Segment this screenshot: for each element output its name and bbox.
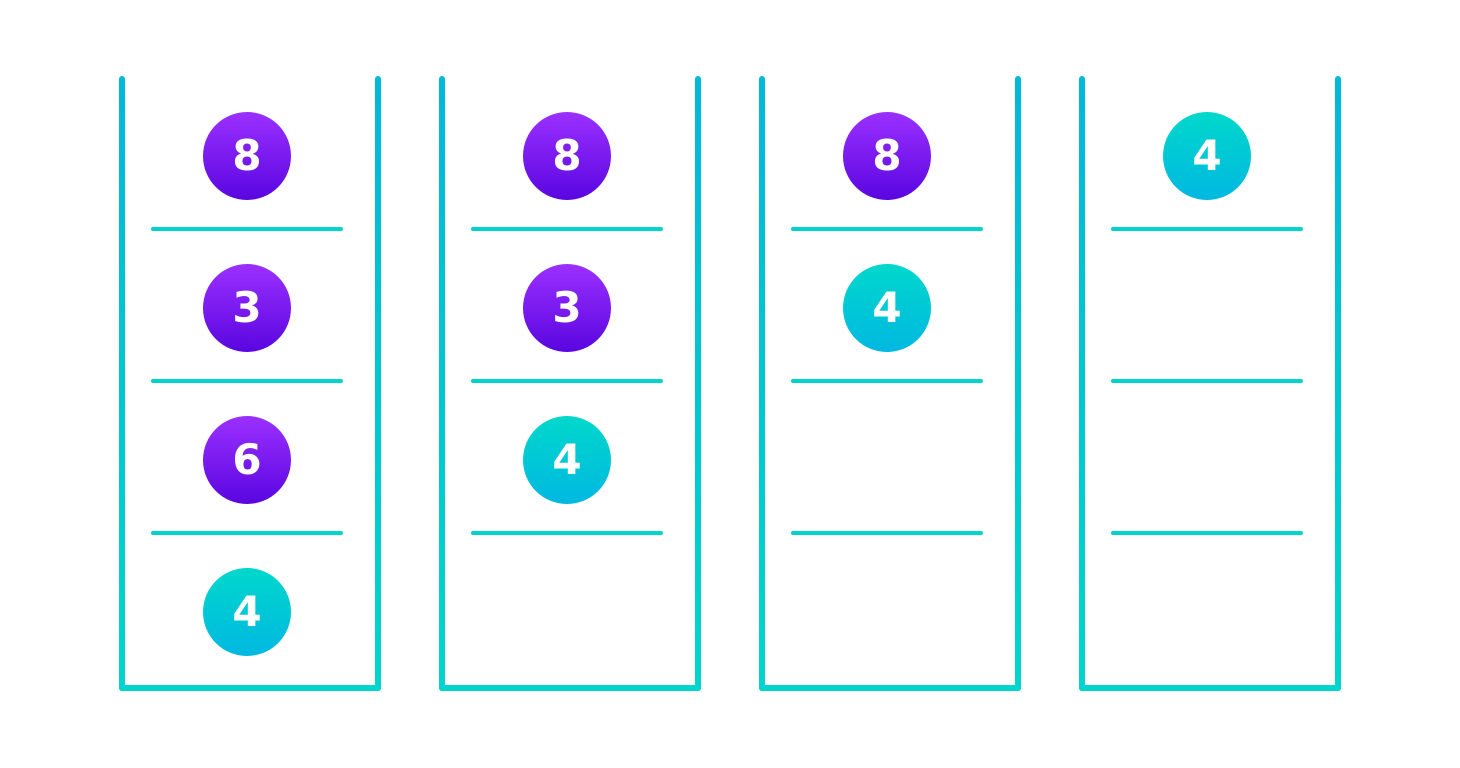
stack-2: 8 3 4 [439, 76, 701, 691]
slot-divider [1111, 531, 1303, 535]
number-node: 8 [203, 112, 291, 200]
stack-floor [759, 685, 1021, 691]
stack-wall-right [1335, 76, 1341, 691]
stack-wall-left [439, 76, 445, 691]
slot-divider [471, 227, 663, 231]
stack-floor [439, 685, 701, 691]
slot-divider [151, 531, 343, 535]
stack-4: 4 [1079, 76, 1341, 691]
stack-wall-left [119, 76, 125, 691]
stack-wall-right [695, 76, 701, 691]
number-node: 8 [843, 112, 931, 200]
stack-wall-right [375, 76, 381, 691]
slot-divider [151, 379, 343, 383]
stack-wall-left [759, 76, 765, 691]
slot-divider [791, 227, 983, 231]
stack-1: 8 3 6 4 [119, 76, 381, 691]
stack-floor [119, 685, 381, 691]
slot-divider [1111, 227, 1303, 231]
number-node: 4 [843, 264, 931, 352]
slot-divider [1111, 379, 1303, 383]
stack-floor [1079, 685, 1341, 691]
number-node: 3 [203, 264, 291, 352]
slot-divider [471, 379, 663, 383]
slot-divider [791, 531, 983, 535]
slot-divider [471, 531, 663, 535]
number-node: 8 [523, 112, 611, 200]
stack-wall-right [1015, 76, 1021, 691]
slot-divider [151, 227, 343, 231]
number-node: 6 [203, 416, 291, 504]
slot-divider [791, 379, 983, 383]
stack-wall-left [1079, 76, 1085, 691]
number-node: 3 [523, 264, 611, 352]
number-node: 4 [1163, 112, 1251, 200]
number-node: 4 [203, 568, 291, 656]
number-node: 4 [523, 416, 611, 504]
